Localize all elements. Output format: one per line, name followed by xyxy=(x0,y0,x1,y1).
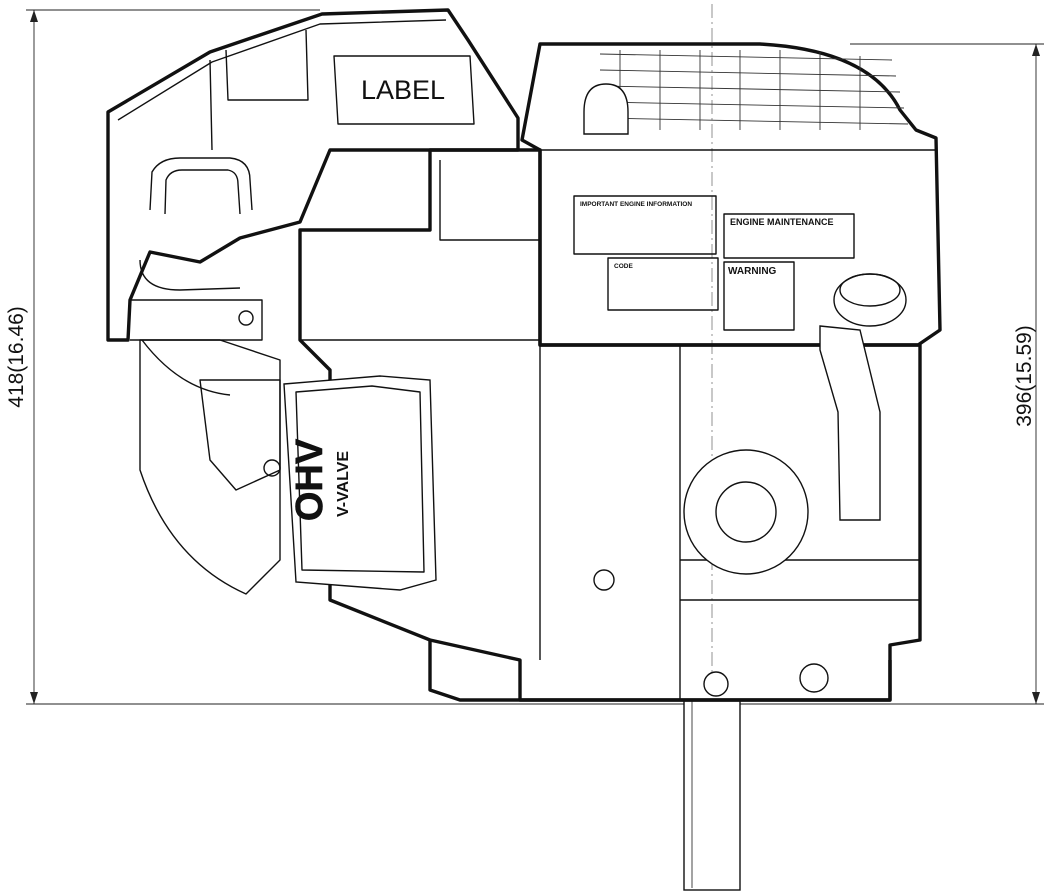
body-height-dimension xyxy=(850,43,1044,704)
carburetor xyxy=(139,310,281,595)
cooling-fins xyxy=(599,50,909,130)
oil-filter xyxy=(683,449,809,575)
overall-height-label: 418(16.46) xyxy=(5,306,28,408)
air-cleaner-housing xyxy=(106,8,520,396)
svg-text:ENGINE MAINTENANCE: ENGINE MAINTENANCE xyxy=(730,217,834,227)
important-info-plate: IMPORTANT ENGINE INFORMATION xyxy=(573,195,717,255)
sump xyxy=(428,569,892,702)
v-valve-marking: V-VALVE xyxy=(335,451,352,517)
code-plate: CODE xyxy=(607,257,719,311)
body-height-label: 396(15.59) xyxy=(1013,325,1036,427)
warning-plate: WARNING xyxy=(723,261,795,331)
oil-fill-cap xyxy=(819,273,907,521)
crankshaft xyxy=(683,699,741,891)
svg-text:CODE: CODE xyxy=(614,263,633,270)
engine-maintenance-plate: ENGINE MAINTENANCE xyxy=(723,213,855,259)
cylinder-head: OHV V-VALVE xyxy=(283,375,437,591)
label-plate-text: LABEL xyxy=(361,75,445,105)
ohv-marking: OHV xyxy=(289,438,331,521)
label-plate: LABEL xyxy=(333,55,475,125)
overall-height-dimension xyxy=(26,9,1044,705)
blower-housing xyxy=(520,42,942,347)
svg-text:WARNING: WARNING xyxy=(728,266,777,277)
svg-text:IMPORTANT ENGINE INFORMATION: IMPORTANT ENGINE INFORMATION xyxy=(580,201,692,208)
